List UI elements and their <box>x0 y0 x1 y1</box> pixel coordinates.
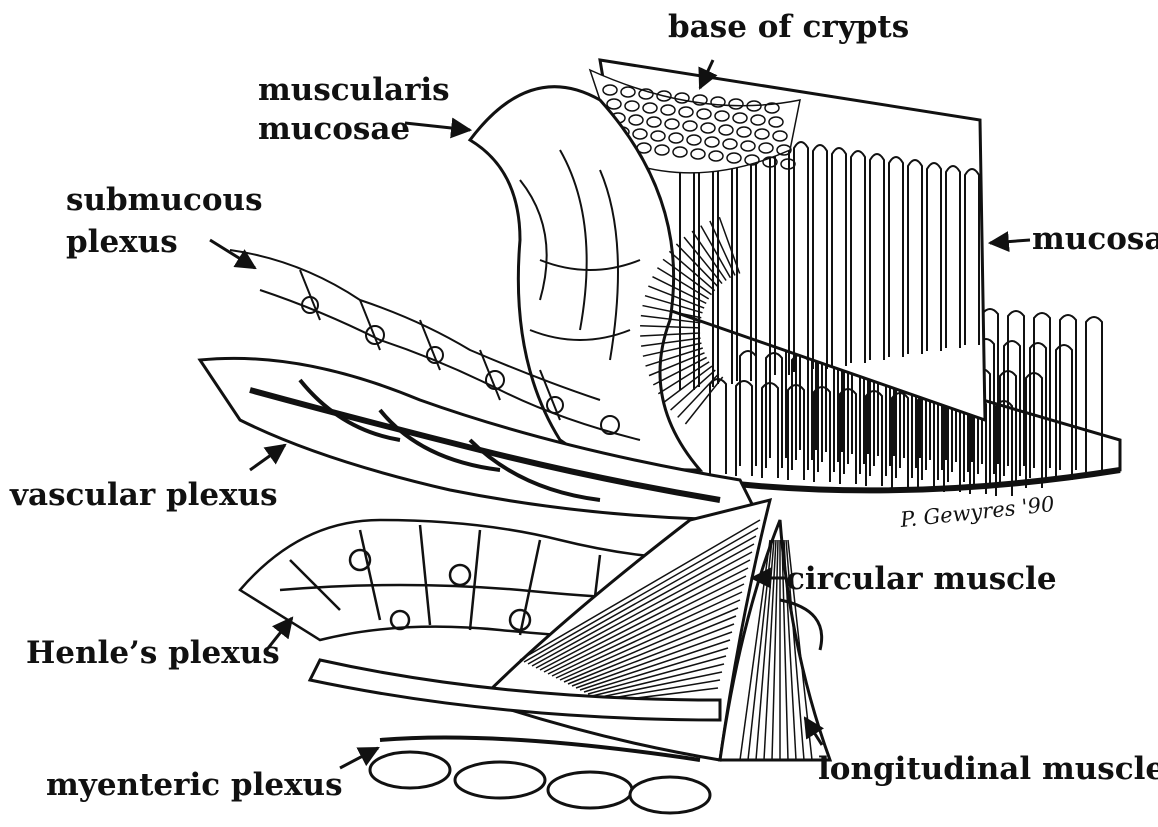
label-henles-plexus: Henle’s plexus <box>26 636 280 670</box>
label-submucous-line2: plexus <box>66 225 178 259</box>
label-submucous-line1: submucous <box>66 183 263 217</box>
muscularis-arrow <box>405 123 470 130</box>
label-longitudinal-muscle: longitudinal muscle <box>818 752 1158 786</box>
label-muscularis-line2: mucosae <box>258 112 410 146</box>
label-myenteric-plexus: myenteric plexus <box>46 768 343 802</box>
label-vascular-plexus: vascular plexus <box>10 478 278 512</box>
vascular-arrow <box>250 445 285 470</box>
label-base-of-crypts: base of crypts <box>668 10 909 44</box>
label-circular-muscle: circular muscle <box>786 562 1057 596</box>
label-muscularis-line1: muscularis <box>258 73 450 107</box>
label-mucosa: mucosa <box>1032 222 1158 256</box>
mucosa-arrow <box>990 240 1030 243</box>
